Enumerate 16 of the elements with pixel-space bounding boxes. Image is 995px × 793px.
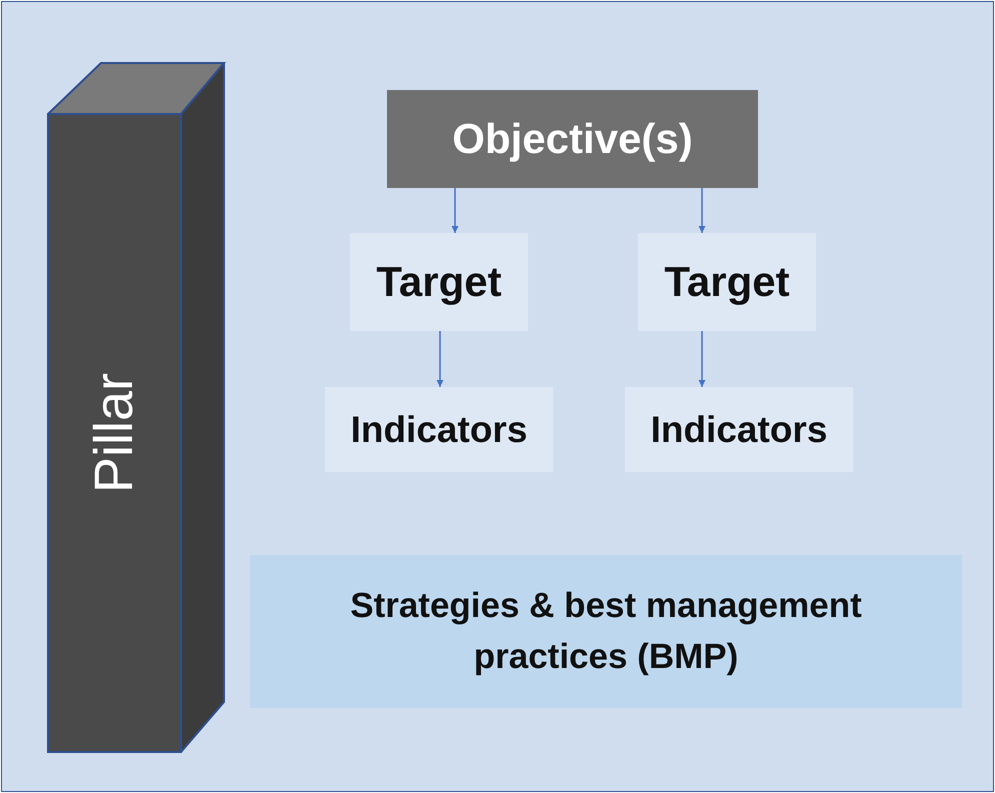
indicators-box bbox=[325, 387, 553, 472]
target-box bbox=[350, 233, 528, 331]
box-label: Target bbox=[376, 256, 502, 307]
box-label: Indicators bbox=[650, 408, 828, 452]
arrow bbox=[698, 188, 706, 233]
arrow bbox=[452, 188, 458, 233]
target-box bbox=[638, 233, 816, 331]
arrow bbox=[698, 331, 706, 387]
box-label: Target bbox=[664, 256, 790, 307]
box-label: Strategies & best management practices (BMP) bbox=[349, 584, 863, 678]
objective-box bbox=[387, 90, 758, 188]
box-label: Objective(s) bbox=[452, 114, 693, 164]
indicators-box bbox=[625, 387, 853, 472]
arrow bbox=[436, 331, 444, 387]
box-label: Indicators bbox=[350, 408, 528, 452]
pillar-label: Pillar bbox=[83, 372, 145, 494]
